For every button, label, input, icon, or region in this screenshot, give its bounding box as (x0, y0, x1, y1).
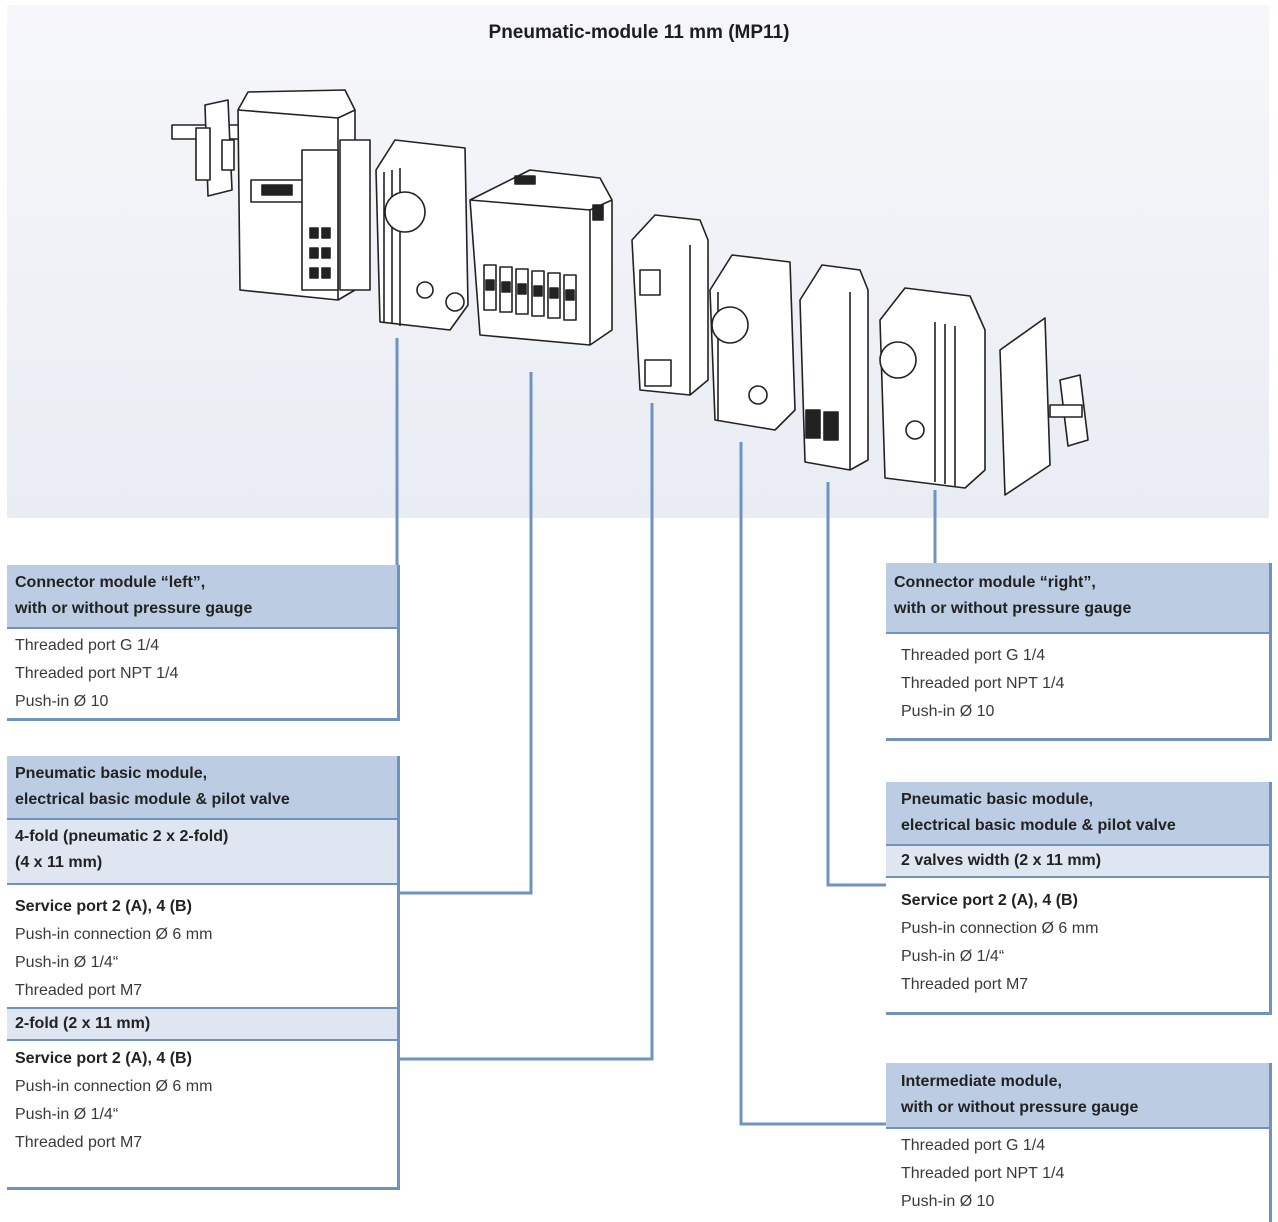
pneumatic-basic-module-4fold (469, 169, 613, 346)
list-item: Push-in Ø 1/4“ (901, 948, 1005, 965)
connector-module-right (879, 287, 986, 489)
pneumatic-basic-module-2fold (631, 214, 709, 396)
basic-module-right-box: Pneumatic basic module, electrical basic… (886, 782, 1272, 1015)
basic-right-ports: Service port 2 (A), 4 (B) Push-in connec… (886, 878, 1269, 1005)
connector-right-title: Connector module “right”, with or withou… (886, 563, 1269, 634)
list-item: Push-in Ø 10 (15, 693, 109, 710)
pneumatic-basic-module-right (799, 264, 869, 471)
list-item: Push-in connection Ø 6 mm (15, 1078, 213, 1095)
list-item: Push-in Ø 10 (901, 1193, 995, 1210)
basic-module-left-box: Pneumatic basic module, electrical basic… (7, 756, 400, 1190)
list-item: Push-in Ø 10 (901, 703, 995, 720)
list-item: Threaded port G 1/4 (901, 1137, 1046, 1154)
intermediate-module-box: Intermediate module, with or without pre… (886, 1063, 1272, 1222)
basic-left-4fold-label: 4-fold (pneumatic 2 x 2-fold) (4 x 11 mm… (7, 820, 397, 885)
list-item: Threaded port NPT 1/4 (15, 665, 179, 682)
connector-module-left-box: Connector module “left”, with or without… (7, 565, 400, 721)
basic-left-2fold-label: 2-fold (2 x 11 mm) (7, 1007, 397, 1041)
end-plate (999, 317, 1051, 496)
leader-basic-4fold (397, 372, 533, 895)
connector-left-items: Threaded port G 1/4 Threaded port NPT 1/… (7, 629, 397, 722)
list-item: Threaded port M7 (901, 976, 1029, 993)
list-item: Push-in connection Ø 6 mm (901, 920, 1099, 937)
list-item: Threaded port M7 (15, 982, 143, 999)
intermediate-title: Intermediate module, with or without pre… (886, 1063, 1269, 1129)
left-end-clamp (171, 99, 243, 197)
bus-coupler (237, 89, 371, 301)
basic-left-title: Pneumatic basic module, electrical basic… (7, 756, 397, 820)
basic-right-title: Pneumatic basic module, electrical basic… (886, 782, 1269, 846)
connector-right-items: Threaded port G 1/4 Threaded port NPT 1/… (886, 634, 1269, 732)
list-item: Threaded port G 1/4 (15, 637, 160, 654)
list-item: Threaded port NPT 1/4 (901, 675, 1065, 692)
basic-right-width-label: 2 valves width (2 x 11 mm) (886, 846, 1269, 878)
list-item: Push-in connection Ø 6 mm (15, 926, 213, 943)
basic-left-2fold-ports: Service port 2 (A), 4 (B) Push-in connec… (7, 1041, 397, 1163)
intermediate-module (709, 254, 796, 431)
page-title: Pneumatic-module 11 mm (MP11) (488, 22, 790, 43)
list-item: Threaded port M7 (15, 1134, 143, 1151)
list-item: Push-in Ø 1/4“ (15, 954, 119, 971)
leader-basic-2fold (397, 403, 654, 1061)
intermediate-items: Threaded port G 1/4 Threaded port NPT 1/… (886, 1129, 1269, 1222)
list-item: Threaded port NPT 1/4 (901, 1165, 1065, 1182)
basic-left-4fold-ports: Service port 2 (A), 4 (B) Push-in connec… (7, 885, 397, 1007)
connector-module-right-box: Connector module “right”, with or withou… (886, 563, 1272, 741)
connector-module-left (375, 139, 469, 331)
leader-intermediate (739, 442, 886, 1126)
list-item: Push-in Ø 1/4“ (15, 1106, 119, 1123)
right-end-clamp (1049, 374, 1089, 447)
connector-left-title: Connector module “left”, with or without… (7, 565, 397, 629)
list-item: Threaded port G 1/4 (901, 647, 1046, 664)
leader-basic-right (826, 482, 886, 887)
